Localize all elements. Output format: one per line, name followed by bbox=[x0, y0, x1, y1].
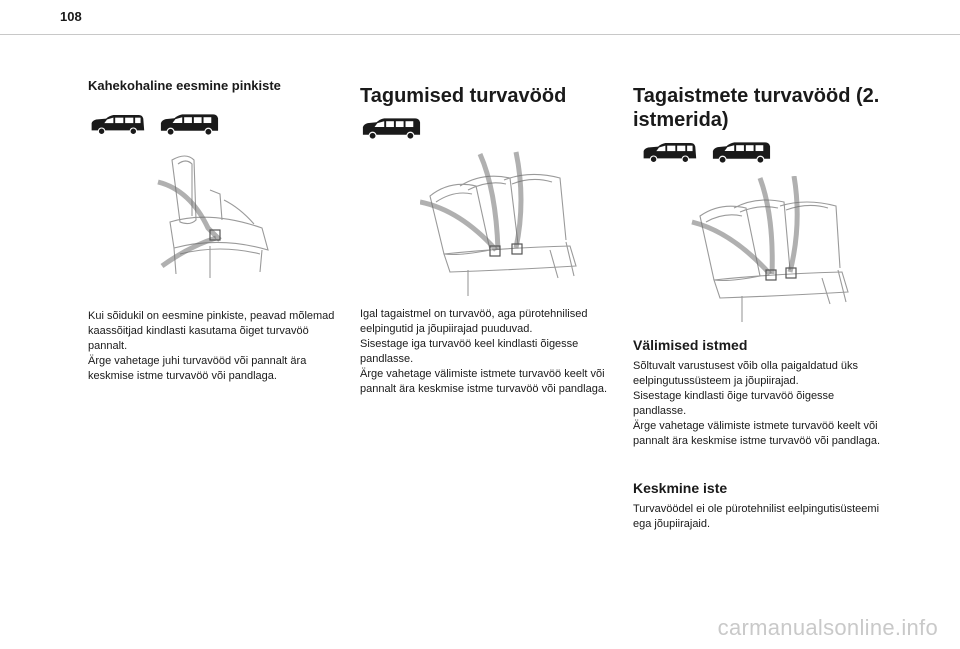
seat-belt-illustration bbox=[420, 151, 577, 296]
column-front-bench-seat: Kahekohaline eesmine pinkiste bbox=[88, 78, 338, 94]
header-divider bbox=[0, 34, 960, 35]
section-body: Kui sõidukil on eesmine pinkiste, peavad… bbox=[88, 310, 335, 382]
vehicle-icons bbox=[640, 140, 780, 164]
section-body: Sõltuvalt varustusest võib olla paigalda… bbox=[633, 360, 881, 447]
section-body: Turvavöödel ei ole pürotehnilist eelping… bbox=[633, 503, 880, 530]
section-title: Tagumised turvavööd bbox=[360, 85, 567, 107]
column-outer-seats: Välimised istmed Sõltuvalt varustusest v… bbox=[633, 336, 883, 449]
van-silhouette-icon bbox=[360, 116, 422, 140]
van-silhouette-icon bbox=[640, 140, 698, 164]
section-title: Tagaistmete turvavööd (2. istmerida) bbox=[633, 85, 880, 131]
section-body: Igal tagaistmel on turvavöö, aga püroteh… bbox=[360, 308, 608, 395]
section-heading: Välimised istmed bbox=[633, 337, 748, 353]
van-silhouette-icon bbox=[158, 112, 220, 136]
vehicle-icons bbox=[88, 112, 228, 136]
column-front-bench-text: Kui sõidukil on eesmine pinkiste, peavad… bbox=[88, 309, 338, 384]
page-number: 108 bbox=[60, 9, 82, 24]
column-rear-belts-text: Igal tagaistmel on turvavöö, aga püroteh… bbox=[360, 307, 610, 397]
column-middle-seat: Keskmine iste Turvavöödel ei ole püroteh… bbox=[633, 479, 883, 532]
column-rear-belts: Tagumised turvavööd bbox=[360, 84, 610, 108]
van-silhouette-icon bbox=[88, 112, 146, 136]
seat-belt-illustration bbox=[157, 155, 269, 278]
column-second-row: Tagaistmete turvavööd (2. istmerida) bbox=[633, 84, 903, 132]
watermark: carmanualsonline.info bbox=[717, 615, 938, 640]
vehicle-icons bbox=[360, 116, 430, 140]
section-title: Kahekohaline eesmine pinkiste bbox=[88, 78, 281, 93]
van-silhouette-icon bbox=[710, 140, 772, 164]
section-heading: Keskmine iste bbox=[633, 480, 728, 496]
seat-belt-illustration bbox=[691, 176, 849, 322]
